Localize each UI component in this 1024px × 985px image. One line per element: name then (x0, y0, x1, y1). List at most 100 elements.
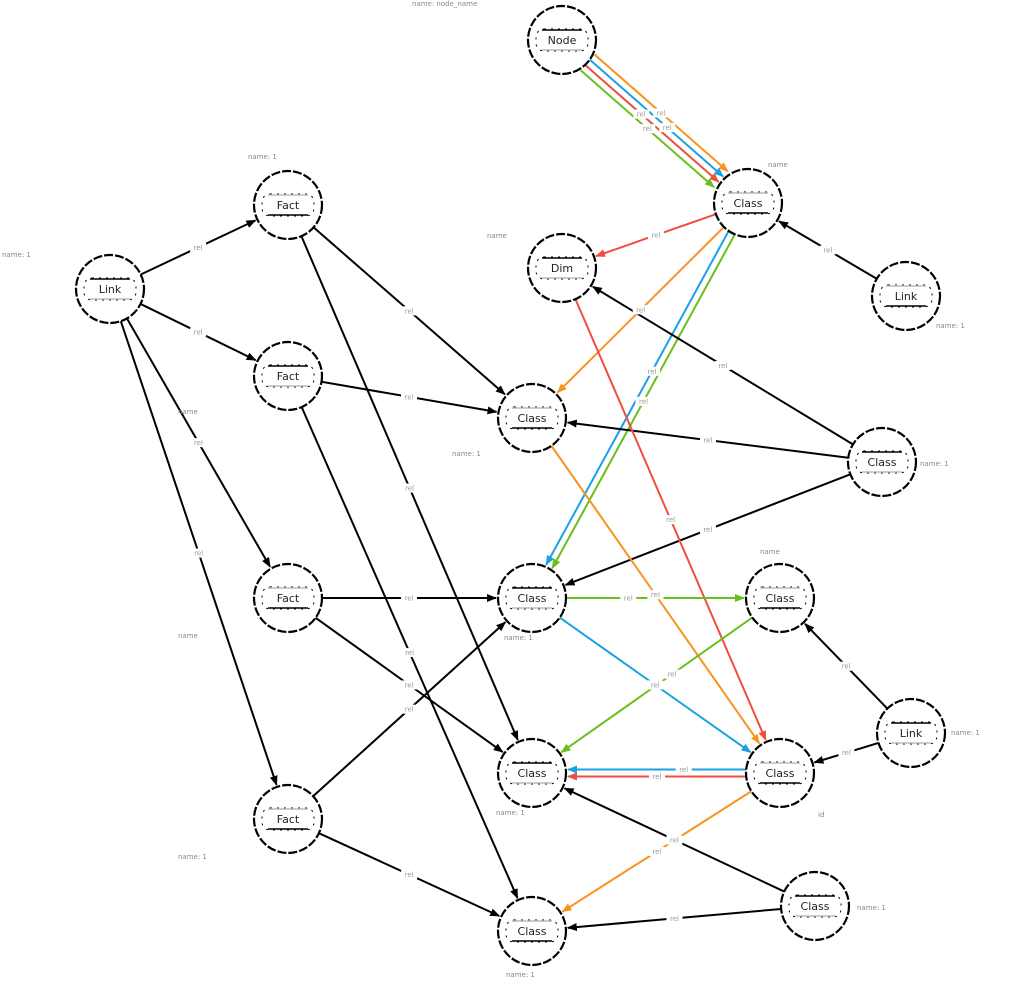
edge-label: rel (651, 591, 660, 599)
node-n18[interactable]: Class name: 1 (496, 895, 568, 979)
edge-label: rel (643, 125, 652, 133)
node-tag: name: 1 (248, 153, 277, 161)
edge-label-bg (401, 704, 418, 714)
node-tag: name (178, 408, 198, 416)
node-circle[interactable] (870, 260, 942, 332)
node-n9[interactable]: Class name: 1 (846, 426, 949, 498)
edge-label-bg (662, 515, 679, 525)
node-circle[interactable] (875, 697, 947, 769)
node-circle[interactable] (526, 4, 598, 76)
edge-label-bg (639, 124, 656, 134)
edge-label-bg (838, 661, 855, 671)
node-frame (721, 191, 775, 215)
node-frame (261, 807, 315, 831)
node-tag: name: node_name (412, 0, 477, 8)
edge-label: rel (823, 247, 832, 255)
node-n4[interactable]: Link name: 1 (870, 260, 965, 332)
node-tag: name (768, 161, 788, 169)
edge-label: rel (666, 516, 675, 524)
edge-label: rel (194, 244, 203, 252)
edge-label: rel (842, 749, 851, 757)
node-frame (753, 586, 807, 610)
node-label: Fact (277, 370, 300, 383)
node-tag: name: 1 (506, 971, 535, 979)
edge-label: rel (194, 329, 203, 337)
node-tag: name: 1 (496, 809, 525, 817)
edge-label: rel (670, 836, 679, 844)
node-tag: name: 1 (920, 460, 949, 468)
node-tag: name: 1 (504, 634, 533, 642)
node-label: Link (895, 290, 918, 303)
node-n7[interactable]: Fact name (178, 340, 324, 416)
node-circle[interactable] (252, 169, 324, 241)
node-circle[interactable] (712, 167, 784, 239)
edge-label: rel (653, 773, 662, 781)
node-tag: name: 1 (936, 322, 965, 330)
node-frame (855, 450, 909, 474)
node-label: Class (518, 925, 547, 938)
edge-label-bg (190, 327, 207, 337)
node-circle[interactable] (252, 783, 324, 855)
edge-label-bg (190, 438, 207, 448)
edge-line (584, 64, 720, 183)
node-tag: name: 1 (951, 729, 980, 737)
edge-label-bg (401, 483, 418, 493)
edge-label: rel (652, 848, 661, 856)
edge-label-bg (633, 109, 650, 119)
edge-label-bg (838, 748, 855, 758)
node-tag: name (178, 632, 198, 640)
node-circle[interactable] (526, 232, 598, 304)
edge-label: rel (704, 437, 713, 445)
node-circle[interactable] (496, 737, 568, 809)
node-n13[interactable]: Link name: 1 (875, 697, 980, 769)
node-circle[interactable] (74, 253, 146, 325)
node-label: Class (868, 456, 897, 469)
node-circle[interactable] (779, 870, 851, 942)
node-label: Link (900, 727, 923, 740)
node-tag: name: 1 (178, 853, 207, 861)
node-tag: name: 1 (452, 450, 481, 458)
node-circle[interactable] (496, 562, 568, 634)
node-label: Class (766, 592, 795, 605)
edge-label: rel (679, 766, 688, 774)
node-circle[interactable] (252, 562, 324, 634)
edge-label-bg (649, 772, 665, 781)
node-circle[interactable] (744, 737, 816, 809)
node-label: Class (801, 900, 830, 913)
node-circle[interactable] (496, 895, 568, 967)
node-frame (788, 894, 842, 918)
node-frame (879, 284, 933, 308)
edge-label-bg (648, 846, 665, 856)
node-frame (753, 761, 807, 785)
node-circle[interactable] (252, 340, 324, 412)
node-circle[interactable] (496, 382, 568, 454)
edge-label: rel (405, 706, 414, 714)
node-circle[interactable] (744, 562, 816, 634)
node-circle[interactable] (846, 426, 918, 498)
edge-label-bg (401, 870, 418, 880)
edge-label: rel (648, 368, 657, 376)
node-frame (83, 277, 137, 301)
edge-label: rel (405, 485, 414, 493)
edge-label: rel (405, 307, 414, 315)
edge-label: rel (636, 306, 645, 314)
edge-label-bg (714, 361, 731, 371)
edge-label: rel (842, 663, 851, 671)
edge-label-bg (401, 306, 418, 316)
edge-label: rel (624, 595, 633, 603)
edge-n1-n2 (584, 64, 720, 183)
